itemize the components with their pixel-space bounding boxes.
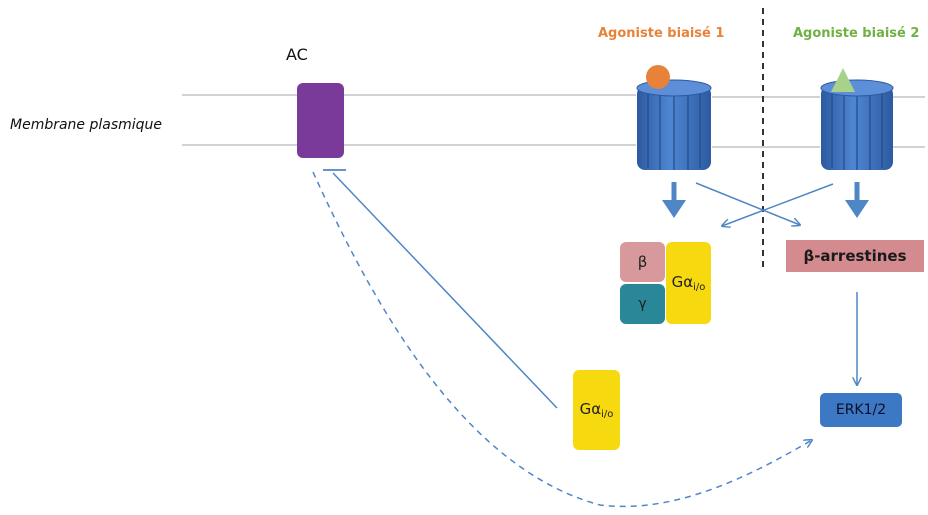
receptor-2-arrestin-arrow bbox=[845, 182, 869, 218]
ac-to-erk-dashed-arrow bbox=[312, 171, 812, 508]
adenylyl-cyclase bbox=[297, 83, 344, 158]
g-gamma-label: γ bbox=[638, 296, 647, 312]
agonist-2-label: Agoniste biaisé 2 bbox=[793, 26, 920, 41]
agonist-1-ligand bbox=[646, 65, 670, 89]
g-alpha-subunit-free: Gαi/o bbox=[573, 370, 620, 450]
g-alpha-subunit-complex: Gαi/o bbox=[666, 242, 711, 324]
erk-label: ERK1/2 bbox=[835, 402, 887, 418]
receptor-2 bbox=[820, 79, 894, 170]
g-beta-subunit: β bbox=[620, 242, 665, 282]
galpha-inhibits-ac-line bbox=[332, 172, 558, 409]
beta-arrestins-label: β-arrestines bbox=[803, 247, 907, 265]
g-alpha-label: Gαi/o bbox=[671, 273, 706, 293]
g-alpha-free-label: Gαi/o bbox=[579, 400, 614, 420]
beta-arrestins-box: β-arrestines bbox=[786, 240, 924, 272]
g-gamma-subunit: γ bbox=[620, 284, 665, 324]
agonist-1-label: Agoniste biaisé 1 bbox=[598, 26, 725, 41]
agonist-2-ligand bbox=[831, 68, 855, 92]
cross-arrow-receptor1-to-arrestin bbox=[695, 182, 800, 225]
cross-arrow-receptor2-to-gprotein bbox=[722, 183, 834, 226]
g-beta-label: β bbox=[637, 253, 648, 271]
receptor-1 bbox=[636, 79, 712, 170]
erk-box: ERK1/2 bbox=[820, 393, 902, 427]
receptor-1-g-protein-arrow bbox=[662, 182, 686, 218]
plasma-membrane bbox=[182, 94, 925, 148]
membrane-label: Membrane plasmique bbox=[10, 117, 163, 133]
ac-label: AC bbox=[286, 45, 308, 64]
